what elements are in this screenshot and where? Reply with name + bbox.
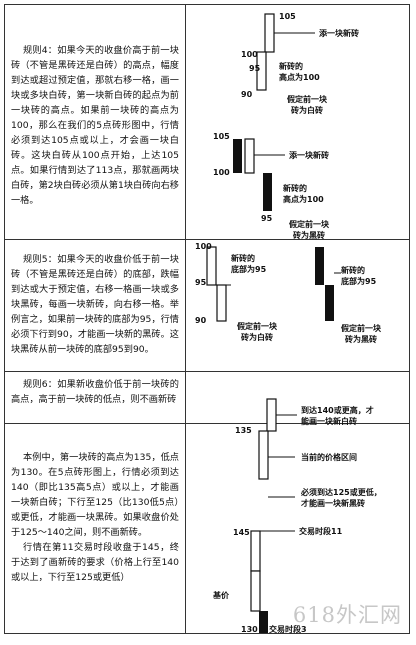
label-reach140b: 能画一块新白砖 (301, 416, 357, 426)
label-135: 135 (235, 426, 252, 435)
renko-diagram-white-prev: 105 100 90 95 添一块新砖 新砖的 高点为100 假定前一块 砖为白… (241, 12, 359, 115)
column-divider (185, 5, 186, 633)
label-session3: 交易时段3 (269, 624, 307, 634)
label-95: 95 (249, 64, 261, 73)
label-100: 100 (213, 168, 230, 177)
label-assume2: 砖为白砖 (241, 332, 273, 342)
label-bottom2: 底部为95 (340, 276, 377, 286)
watermark: 618外汇网 (292, 603, 402, 627)
label-reach140: 到达140或更高，才 (301, 405, 374, 415)
brick-black-2 (263, 173, 272, 211)
label-reach125: 必须到达125或更低， (300, 487, 382, 497)
label-bottom2: 底部为95 (230, 264, 267, 274)
brick-range (258, 430, 269, 480)
label-105: 105 (213, 132, 230, 141)
rule4-text: 规则4：如果今天的收盘价高于前一块砖（不管是黑砖还是白砖）的高点，幅度到达或超过… (11, 45, 179, 206)
label-add-white: 添一块新砖 (319, 28, 359, 38)
brick-prev-white (256, 51, 267, 91)
rule5-text: 规则5：如果今天的收盘价低于前一块砖（不管是黑砖还是白砖）的底部，跌幅到达或大于… (11, 254, 179, 355)
rule6-text: 规则6：如果新收盘价低于前一块砖的高点，高于前一块砖的低点，则不画新砖 (11, 379, 179, 405)
label-130: 130 (241, 625, 258, 634)
brick-prev-black (315, 247, 324, 285)
label-current: 当前的价格区间 (301, 452, 357, 462)
label-100: 100 (241, 50, 258, 59)
label-145: 145 (233, 528, 250, 537)
label-reach125b: 才能画一块新黑砖 (300, 498, 365, 508)
row-divider-2 (5, 371, 409, 372)
brick-white-0 (250, 570, 261, 612)
renko-diagram-black-prev: 105 100 95 添一块新砖 新砖的 高点为100 假定前一块 砖为黑砖 (213, 132, 330, 240)
label-assume2: 砖为黑砖 (293, 230, 325, 240)
label-base: 基价 (212, 590, 230, 600)
renko-diagram-down-black-prev: 新砖的 底部为95 假定前一块 砖为黑砖 (315, 247, 382, 344)
label-assume2: 砖为白砖 (291, 105, 323, 115)
brick-white-1 (250, 530, 261, 572)
renko-diagram-down-white-prev: 100 95 90 新砖的 底部为95 假定前一块 砖为白砖 (195, 242, 278, 342)
label-assume2: 砖为黑砖 (345, 334, 377, 344)
label-assume: 假定前一块 (289, 219, 330, 229)
example-text: 本例中，第一块砖的高点为135，低点为130。在5点砖形图上，行情必须到达140… (11, 452, 179, 583)
label-new-top: 新砖的 (279, 61, 303, 71)
label-95: 95 (195, 278, 207, 287)
label-assume: 假定前一块 (341, 323, 382, 333)
brick-top-white (266, 398, 277, 432)
label-new-top2: 高点为100 (283, 194, 324, 204)
label-session11: 交易时段11 (299, 526, 343, 536)
row-divider-3 (5, 423, 409, 424)
label-bottom1: 新砖的 (341, 265, 365, 275)
brick-black-base (259, 611, 268, 633)
brick-mid-white (216, 284, 227, 322)
brick-prev-black (233, 139, 242, 173)
renko-example-chart: 到达140或更高，才 能画一块新白砖 当前的价格区间 必须到达125或更低， 才… (212, 398, 382, 634)
label-add-white: 添一块新砖 (289, 150, 329, 160)
brick-new-white (244, 138, 255, 174)
label-95: 95 (261, 214, 273, 223)
brick-new-white (264, 13, 275, 53)
label-new-top2: 高点为100 (279, 72, 320, 82)
page-frame: 规则4：如果今天的收盘价高于前一块砖（不管是黑砖还是白砖）的高点，幅度到达或超过… (4, 4, 410, 634)
brick-prev-white (206, 246, 217, 286)
label-bottom1: 新砖的 (231, 253, 255, 263)
brick-new-black (325, 285, 334, 321)
label-90: 90 (195, 316, 207, 325)
label-90: 90 (241, 90, 253, 99)
label-assume: 假定前一块 (287, 94, 328, 104)
row-divider-1 (5, 239, 409, 240)
label-assume: 假定前一块 (237, 321, 278, 331)
label-100: 100 (195, 242, 212, 251)
label-new-top: 新砖的 (283, 183, 307, 193)
label-105: 105 (279, 12, 296, 21)
